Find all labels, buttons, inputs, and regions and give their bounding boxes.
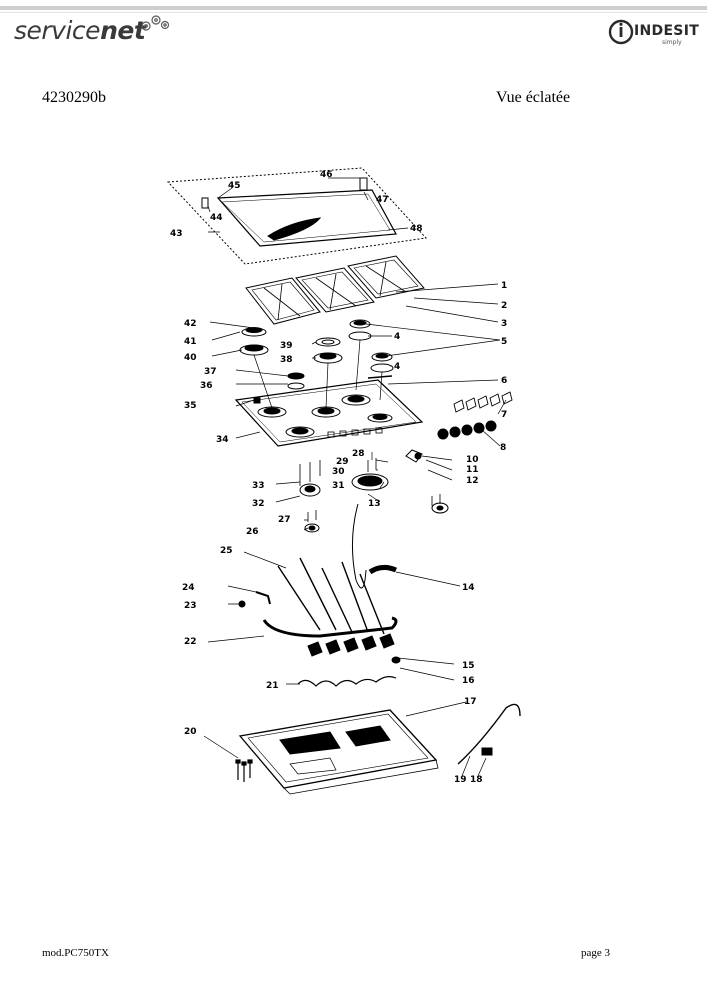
part-number-label: 2 [501,301,507,311]
lid-glass [216,189,397,247]
servicenet-logo-bold: net [100,16,146,45]
part-number-label: 18 [470,775,483,785]
indesit-logo-icon [608,19,634,45]
part-number-label: 27 [278,515,291,525]
bottom-tray [238,709,438,789]
part-number-label: 34 [216,435,229,445]
part-number-label: 7 [501,410,507,420]
part-number-label: 4 [394,362,400,372]
lid-outline [166,167,428,265]
part-number-label: 45 [228,181,241,191]
lid-glass-inner [221,193,391,243]
page-number: page 3 [581,947,611,959]
knob-rings [453,391,513,413]
indesit-logo-text: INDESIT [634,23,700,39]
part-number-label: 42 [184,319,197,329]
pan-support-left [245,277,321,325]
part-number-label: 33 [252,481,265,491]
screws [235,759,253,782]
part-number-label: 25 [220,546,233,556]
part-number-label: 48 [410,224,423,234]
part-number-label: 44 [210,213,223,223]
part-number-label: 40 [184,353,197,363]
part-number-label: 46 [320,170,333,180]
part-number-label: 47 [376,195,389,205]
part-number-label: 32 [252,499,265,509]
view-title: Vue éclatée [496,89,571,106]
lid-reflection [267,217,322,241]
part-number-label: 37 [204,367,217,377]
part-number-label: 12 [466,476,479,486]
part-number-label: 19 [454,775,467,785]
header-rule [0,6,707,10]
part-number-label: 36 [200,381,213,391]
exploded-view-diagram: 46 45 47 44 48 43 1 2 3 42 5 4 41 39 40 … [166,167,521,795]
part-number-label: 20 [184,727,197,737]
part-number-label: 1 [501,281,507,291]
part-number-label: 26 [246,527,259,537]
part-number-label: 15 [462,661,475,671]
part-number-label: 28 [352,449,365,459]
part-number-label: 43 [170,229,183,239]
part-number-label: 39 [280,341,293,351]
pan-support-right [347,255,425,299]
part-number-label: 16 [462,676,475,686]
part-number-label: 41 [184,337,197,347]
part-number-label: 4 [394,332,400,342]
pan-support-middle [295,267,375,313]
part-number-label: 5 [501,337,507,347]
knobs [437,420,497,440]
gas-ramp [262,616,398,638]
part-number-label: 24 [182,583,195,593]
document-code: 4230290b [42,89,106,106]
header-rule-thin [0,12,707,13]
part-number-label: 11 [466,465,479,475]
power-cord [457,703,521,765]
part-number-label: 22 [184,637,197,647]
model-reference: mod.PC750TX [42,947,109,959]
servicenet-flower-icon [141,15,170,31]
part-number-label: 6 [501,376,507,386]
servicenet-logo: servicenet [14,16,146,45]
servicenet-logo-light: service [14,16,101,45]
part-number-label: 30 [332,467,345,477]
part-number-label: 14 [462,583,475,593]
cable [368,564,397,575]
indesit-logo-sub: simply [662,39,682,46]
part-number-label: 23 [184,601,197,611]
tap-tubes [277,557,385,635]
part-number-label: 29 [336,457,349,467]
part-number-label: 10 [466,455,479,465]
part-number-label: 35 [184,401,197,411]
part-number-label: 31 [332,481,345,491]
part-number-label: 38 [280,355,293,365]
tap-bodies [307,633,395,657]
part-number-label: 13 [368,499,381,509]
part-number-label: 21 [266,681,279,691]
part-number-label: 3 [501,319,507,329]
part-number-label: 17 [464,697,477,707]
part-number-label: 8 [500,443,506,453]
hob-top [234,379,424,447]
